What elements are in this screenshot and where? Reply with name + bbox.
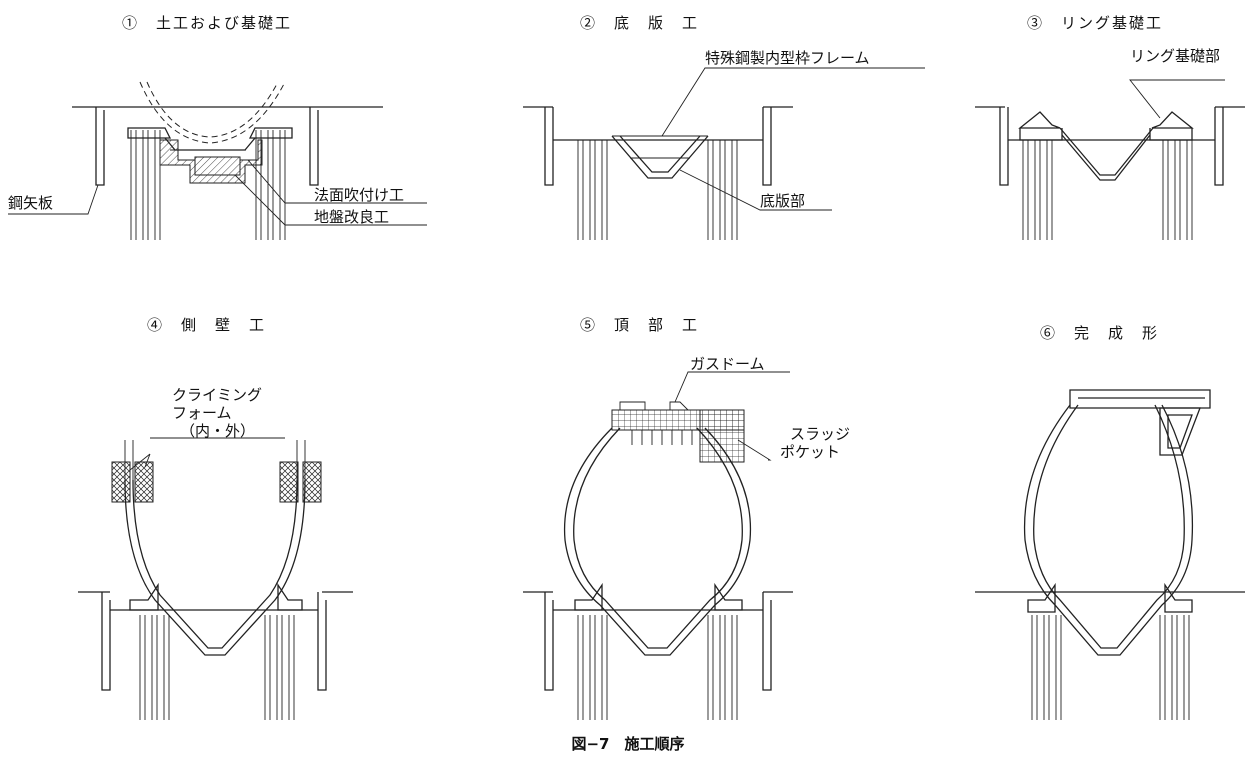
step-2-title: ② 底 版 工	[580, 14, 700, 32]
label-slope-shotcrete: 法面吹付け工	[314, 186, 405, 204]
label-sludge-pocket-line1: スラッジ	[790, 425, 851, 443]
label-ring-foundation: リング基礎部	[1130, 47, 1221, 65]
panel-6-completed-form-drawing	[975, 389, 1245, 720]
figure-caption: 図−7 施工順序	[571, 735, 685, 753]
label-bottom-slab: 底版部	[760, 192, 806, 210]
panel-4-side-wall-drawing	[78, 437, 353, 720]
label-steel-sheet-pile: 鋼矢板	[8, 194, 54, 212]
step-4-title: ④ 側 壁 工	[147, 316, 267, 334]
label-ground-improvement: 地盤改良工	[314, 208, 390, 226]
step-5-title: ⑤ 頂 部 工	[580, 316, 700, 334]
label-climbing-form-line2: フォーム	[172, 404, 232, 422]
step-1-title: ① 土工および基礎工	[122, 14, 293, 32]
label-climbing-form-line3: （内・外）	[180, 422, 256, 440]
label-gas-dome: ガスドーム	[690, 355, 765, 373]
panel-2-bottom-slab-drawing	[523, 67, 925, 240]
panel-3-ring-foundation-drawing	[975, 79, 1245, 240]
step-3-title: ③ リング基礎工	[1027, 14, 1164, 32]
step-6-title: ⑥ 完 成 形	[1040, 324, 1160, 342]
label-climbing-form-line1: クライミング	[172, 386, 263, 404]
panel-1-earthwork-drawing	[8, 81, 427, 240]
panel-5-top-part-drawing	[523, 371, 793, 720]
label-sludge-pocket-line2: ポケット	[780, 443, 841, 461]
label-steel-form-frame: 特殊鋼製内型枠フレーム	[705, 49, 870, 67]
